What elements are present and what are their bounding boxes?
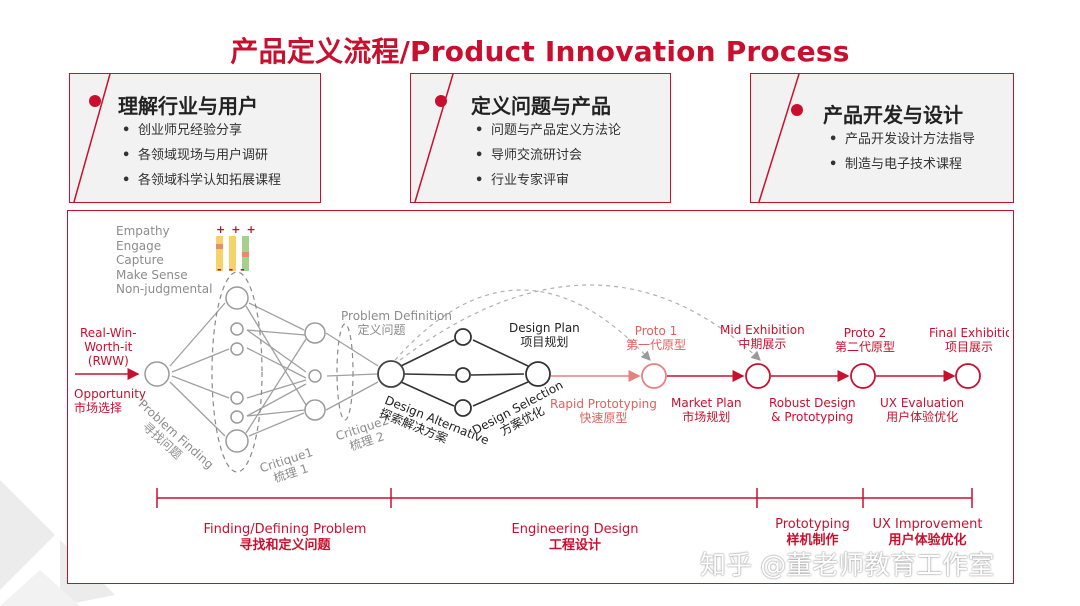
rww-label: Real-Win- Worth-it (RWW) xyxy=(80,326,137,368)
design-network xyxy=(400,339,529,407)
sticky-minus-signs: --- xyxy=(217,263,252,276)
proto2-label: Proto 2 第二代原型 xyxy=(835,326,896,354)
critique2-ellipse xyxy=(336,323,354,421)
card-item: •行业专家评审 xyxy=(475,173,570,188)
final-exhibition-label: Final Exhibitio 项目展示 xyxy=(929,326,1009,354)
sticky-notes-icon xyxy=(216,236,249,271)
card-decoration xyxy=(73,74,111,202)
phase-timeline xyxy=(156,488,973,508)
phase-prototyping: Prototyping 样机制作 xyxy=(775,517,850,548)
phase-engineering-design: Engineering Design 工程设计 xyxy=(511,522,639,553)
card-define-problem: 定义问题与产品 •问题与产品定义方法论 •导师交流研讨会 •行业专家评审 xyxy=(410,73,671,203)
ux-evaluation-label: UX Evaluation 用户体验优化 xyxy=(880,396,965,424)
problem-definition-label: Problem Definition 定义问题 xyxy=(341,309,452,337)
page-title: 产品定义流程/Product Innovation Process xyxy=(230,35,850,68)
problem-finding-network xyxy=(169,302,379,437)
card-title: 定义问题与产品 xyxy=(471,94,611,118)
rapid-prototyping-label: Rapid Prototyping 快速原型 xyxy=(550,397,657,425)
design-plan-node xyxy=(525,361,551,387)
mid-exhibition-label: Mid Exhibition 中期展示 xyxy=(720,323,805,351)
design-node xyxy=(454,399,472,417)
card-item: •各领域科学认知拓展课程 xyxy=(122,173,282,188)
proto1-node xyxy=(641,363,667,389)
gray-nodes xyxy=(144,286,326,453)
final-exhibition-node xyxy=(955,363,981,389)
market-plan-label: Market Plan 市场规划 xyxy=(671,396,742,424)
card-title: 产品开发与设计 xyxy=(823,103,963,127)
mid-exhibition-node xyxy=(745,363,771,389)
card-item: •问题与产品定义方法论 xyxy=(475,123,622,138)
card-item: •创业师兄经验分享 xyxy=(122,123,243,138)
card-title: 理解行业与用户 xyxy=(118,94,258,118)
design-plan-label: Design Plan 项目规划 xyxy=(509,321,580,349)
card-understand-industry: 理解行业与用户 •创业师兄经验分享 •各领域现场与用户调研 •各领域科学认知拓展… xyxy=(69,73,321,203)
card-item: •导师交流研讨会 xyxy=(475,148,583,163)
problem-definition-node xyxy=(377,360,405,388)
design-node xyxy=(454,328,472,346)
empathy-list: Empathy Engage Capture Make Sense Non-ju… xyxy=(116,224,213,296)
design-node xyxy=(455,367,471,383)
proto2-node xyxy=(850,363,876,389)
card-decoration xyxy=(758,74,803,202)
watermark: 知乎 @董老师教育工作室 xyxy=(700,551,995,581)
phase-ux-improvement: UX Improvement 用户体验优化 xyxy=(872,517,983,548)
card-decoration xyxy=(414,74,454,202)
card-item: •各领域现场与用户调研 xyxy=(122,148,269,163)
robust-design-label: Robust Design & Prototyping xyxy=(769,396,856,424)
card-item: •制造与电子技术课程 xyxy=(829,157,963,172)
critique1-ellipse xyxy=(211,271,263,473)
sticky-plus-signs: +++ xyxy=(216,223,262,236)
phase-finding-defining: Finding/Defining Problem 寻找和定义问题 xyxy=(203,522,367,553)
feedback-curve xyxy=(399,284,761,361)
opportunity-label: Opportunity 市场选择 xyxy=(74,387,147,415)
card-product-dev: 产品开发与设计 •产品开发设计方法指导 •制造与电子技术课程 xyxy=(750,73,1014,203)
proto1-label: Proto 1 第一代原型 xyxy=(626,324,687,352)
card-item: •产品开发设计方法指导 xyxy=(829,132,976,147)
